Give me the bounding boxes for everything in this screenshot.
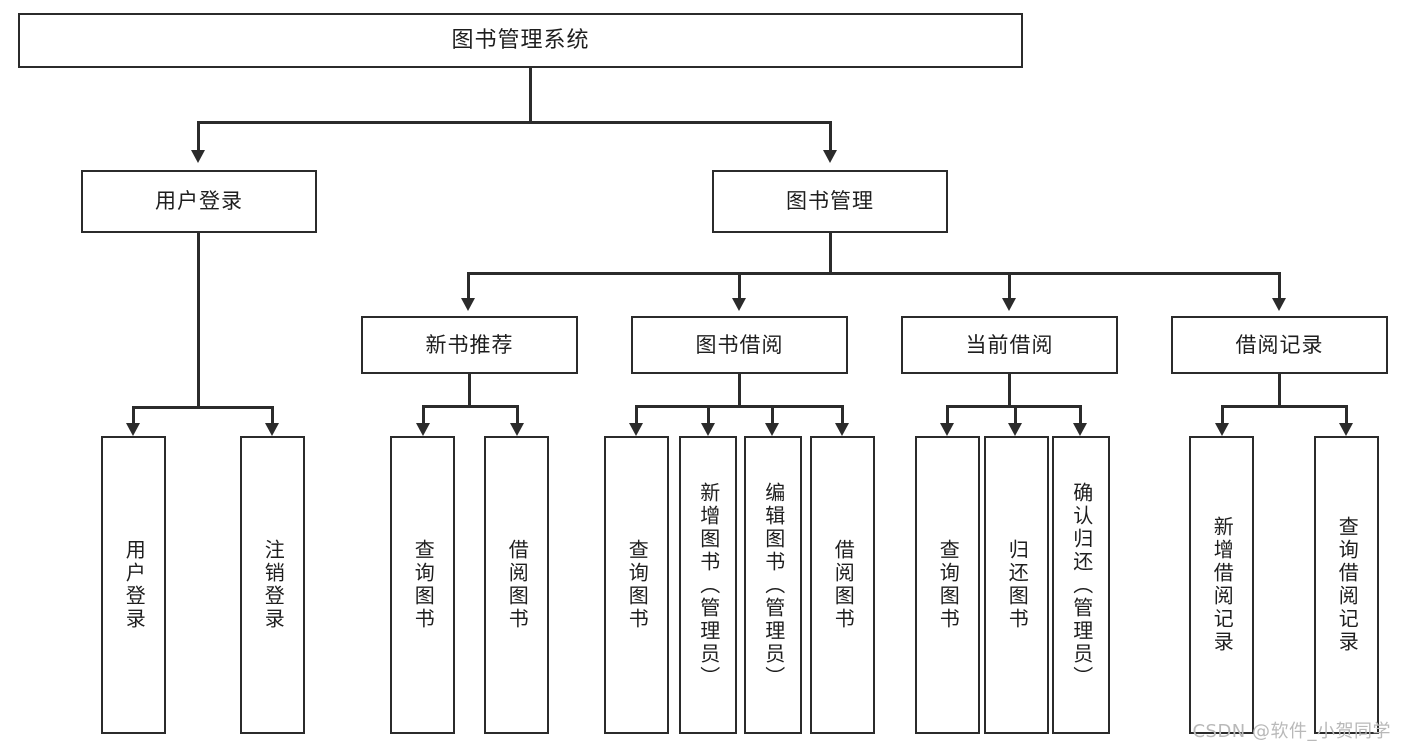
arrow-books-to-current: [1002, 298, 1016, 311]
edge-record-stem: [1278, 374, 1281, 406]
edge-user-bus: [132, 406, 271, 409]
arrow-books-to-newbook: [461, 298, 475, 311]
edge-user-to-leaf1: [132, 406, 135, 426]
arrow-user-to-leaf2: [265, 423, 279, 436]
leaf-current-return-book[interactable]: 归还图书: [984, 436, 1049, 734]
node-label: 当前借阅: [965, 332, 1054, 357]
node-label: 查询图书: [625, 539, 650, 631]
edge-recommend-to-leaf1: [422, 405, 425, 425]
node-label: 编辑图书（管理员）: [761, 481, 786, 689]
edge-books-to-record: [1278, 272, 1281, 300]
arrow-user-to-leaf1: [126, 423, 140, 436]
edge-root-to-user: [197, 121, 200, 151]
leaf-current-query-book[interactable]: 查询图书: [915, 436, 980, 734]
node-label: 借阅记录: [1235, 332, 1324, 357]
node-label: 确认归还（管理员）: [1069, 481, 1094, 689]
edge-current-to-leaf1: [946, 405, 949, 425]
leaf-record-add-record[interactable]: 新增借阅记录: [1189, 436, 1254, 734]
node-label: 查询借阅记录: [1335, 516, 1360, 654]
arrow-current-to-leaf2: [1008, 423, 1022, 436]
node-label: 图书管理系统: [451, 27, 590, 53]
edge-books-to-borrow: [738, 272, 741, 300]
arrow-recommend-to-leaf2: [510, 423, 524, 436]
leaf-borrow-borrow-book[interactable]: 借阅图书: [810, 436, 875, 734]
node-label: 用户登录: [122, 539, 147, 631]
edge-record-bus: [1221, 405, 1347, 408]
edge-root-stem: [529, 68, 532, 122]
arrow-root-to-user: [191, 150, 205, 163]
arrow-current-to-leaf3: [1073, 423, 1087, 436]
node-label: 图书管理: [786, 189, 874, 214]
node-label: 新增借阅记录: [1210, 516, 1235, 654]
node-root-system[interactable]: 图书管理系统: [18, 13, 1023, 68]
node-label: 新增图书（管理员）: [696, 481, 721, 689]
leaf-borrow-add-book-admin[interactable]: 新增图书（管理员）: [679, 436, 737, 734]
node-label: 查询图书: [411, 539, 436, 631]
edge-borrow-to-leaf1: [635, 405, 638, 425]
edge-books-to-current: [1008, 272, 1011, 300]
leaf-current-confirm-return-admin[interactable]: 确认归还（管理员）: [1052, 436, 1110, 734]
node-label: 归还图书: [1005, 539, 1030, 631]
edge-current-bus: [946, 405, 1081, 408]
leaf-recommend-query-book[interactable]: 查询图书: [390, 436, 455, 734]
edge-books-to-newbook: [467, 272, 470, 300]
node-borrow-record[interactable]: 借阅记录: [1171, 316, 1388, 374]
edge-current-to-leaf3: [1079, 405, 1082, 425]
arrow-record-to-leaf2: [1339, 423, 1353, 436]
edge-borrow-stem: [738, 374, 741, 406]
node-label: 注销登录: [261, 539, 286, 631]
node-book-management[interactable]: 图书管理: [712, 170, 948, 233]
edge-root-to-books: [829, 121, 832, 151]
node-label: 图书借阅: [695, 332, 784, 357]
arrow-recommend-to-leaf1: [416, 423, 430, 436]
leaf-user-logout[interactable]: 注销登录: [240, 436, 305, 734]
edge-record-to-leaf2: [1345, 405, 1348, 425]
leaf-borrow-query-book[interactable]: 查询图书: [604, 436, 669, 734]
arrow-record-to-leaf1: [1215, 423, 1229, 436]
leaf-recommend-borrow-book[interactable]: 借阅图书: [484, 436, 549, 734]
node-user-login[interactable]: 用户登录: [81, 170, 317, 233]
arrow-borrow-to-leaf2: [701, 423, 715, 436]
arrow-current-to-leaf1: [940, 423, 954, 436]
edge-borrow-to-leaf4: [841, 405, 844, 425]
node-label: 用户登录: [155, 189, 243, 214]
edge-books-stem: [829, 233, 832, 274]
edge-current-stem: [1008, 374, 1011, 406]
edge-record-to-leaf1: [1221, 405, 1224, 425]
edge-borrow-bus: [635, 405, 843, 408]
edge-recommend-to-leaf2: [516, 405, 519, 425]
node-label: 查询图书: [936, 539, 961, 631]
node-current-borrow[interactable]: 当前借阅: [901, 316, 1118, 374]
arrow-borrow-to-leaf1: [629, 423, 643, 436]
leaf-record-query-record[interactable]: 查询借阅记录: [1314, 436, 1379, 734]
edge-user-to-leaf2: [271, 406, 274, 426]
node-label: 借阅图书: [831, 539, 856, 631]
edge-current-to-leaf2: [1014, 405, 1017, 425]
edge-recommend-bus: [422, 405, 516, 408]
node-label: 新书推荐: [425, 332, 514, 357]
arrow-books-to-record: [1272, 298, 1286, 311]
edge-recommend-stem: [468, 374, 471, 406]
edge-user-stem: [197, 233, 200, 408]
edge-root-bus: [197, 121, 831, 124]
arrow-borrow-to-leaf3: [765, 423, 779, 436]
node-label: 借阅图书: [505, 539, 530, 631]
edge-borrow-to-leaf3: [771, 405, 774, 425]
edge-books-bus: [467, 272, 1281, 275]
arrow-borrow-to-leaf4: [835, 423, 849, 436]
leaf-user-login[interactable]: 用户登录: [101, 436, 166, 734]
arrow-books-to-borrow: [732, 298, 746, 311]
leaf-borrow-edit-book-admin[interactable]: 编辑图书（管理员）: [744, 436, 802, 734]
node-new-book-recommend[interactable]: 新书推荐: [361, 316, 578, 374]
arrow-root-to-books: [823, 150, 837, 163]
edge-borrow-to-leaf2: [707, 405, 710, 425]
node-book-borrow[interactable]: 图书借阅: [631, 316, 848, 374]
